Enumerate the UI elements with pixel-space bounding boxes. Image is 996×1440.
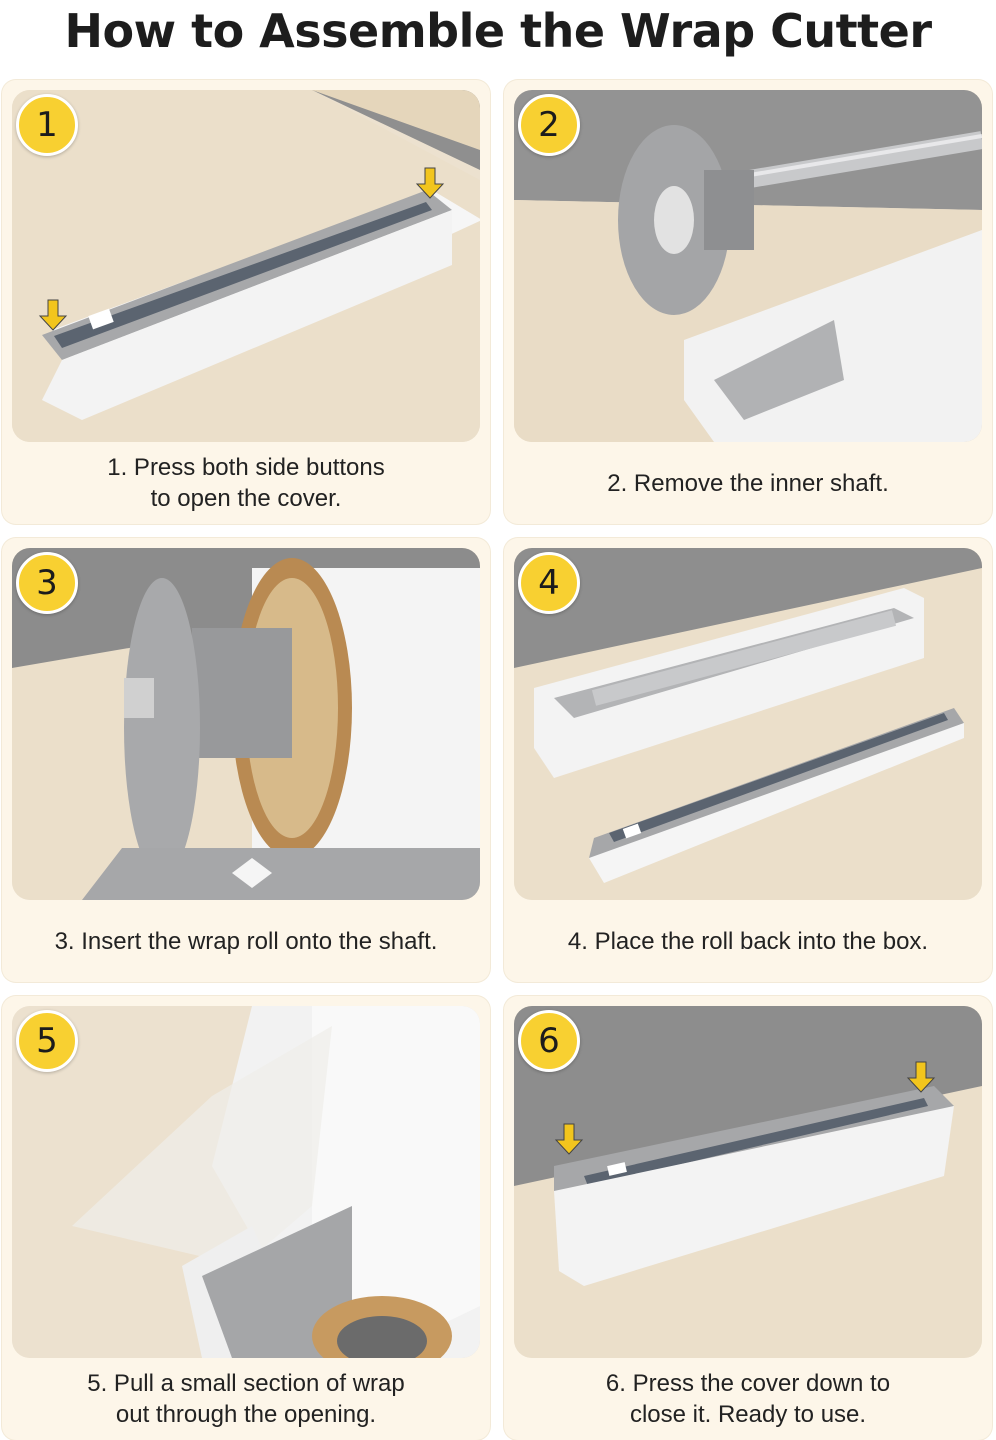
- step-number-badge: 2: [518, 94, 580, 156]
- step-photo: [514, 1006, 982, 1358]
- down-arrow-icon: [906, 1061, 936, 1093]
- step-card-5: 5 5. Pull a small section of wrap out th…: [2, 996, 490, 1440]
- shaft-removal-illustration: [514, 90, 982, 442]
- step-photo: [12, 90, 480, 442]
- roll-in-box-illustration: [514, 548, 982, 900]
- down-arrow-icon: [38, 299, 68, 331]
- step-photo: [514, 90, 982, 442]
- step-card-4: 4 4. Place the roll back into the box.: [504, 538, 992, 982]
- step-caption: 2. Remove the inner shaft.: [504, 442, 992, 524]
- caption-line: 5. Pull a small section of wrap: [87, 1370, 405, 1397]
- down-arrow-icon: [415, 167, 445, 199]
- step-photo: [12, 1006, 480, 1358]
- step-number-badge: 1: [16, 94, 78, 156]
- step-photo: [514, 548, 982, 900]
- caption-line: 2. Remove the inner shaft.: [607, 469, 889, 497]
- caption-line: 1. Press both side buttons: [107, 454, 385, 481]
- pull-wrap-illustration: [12, 1006, 480, 1358]
- step-card-6: 6 6. Press the cover down to close it. R…: [504, 996, 992, 1440]
- step-caption: 4. Place the roll back into the box.: [504, 900, 992, 982]
- step-number-badge: 4: [518, 552, 580, 614]
- step-card-3: 3 3. Insert the wrap roll onto the shaft…: [2, 538, 490, 982]
- step-card-2: 2 2. Remove the inner shaft.: [504, 80, 992, 524]
- step-number-badge: 5: [16, 1010, 78, 1072]
- cutter-closed-illustration: [12, 90, 480, 442]
- caption-line: 3. Insert the wrap roll onto the shaft.: [54, 927, 438, 955]
- step-caption: 6. Press the cover down to close it. Rea…: [504, 1358, 992, 1440]
- caption-line: 4. Place the roll back into the box.: [567, 927, 929, 955]
- caption-line: 6. Press the cover down to: [605, 1370, 891, 1397]
- caption-line: close it. Ready to use.: [629, 1401, 867, 1428]
- step-caption: 5. Pull a small section of wrap out thro…: [2, 1358, 490, 1440]
- cutter-closed-final-illustration: [514, 1006, 982, 1358]
- step-number-badge: 6: [518, 1010, 580, 1072]
- page-title: How to Assemble the Wrap Cutter: [64, 4, 932, 58]
- caption-line: to open the cover.: [150, 485, 342, 512]
- caption-line: out through the opening.: [115, 1401, 377, 1428]
- step-photo: [12, 548, 480, 900]
- step-caption: 3. Insert the wrap roll onto the shaft.: [2, 900, 490, 982]
- step-card-1: 1 1. Press both side buttons to open the…: [2, 80, 490, 524]
- step-number-badge: 3: [16, 552, 78, 614]
- roll-insert-illustration: [12, 548, 480, 900]
- step-caption: 1. Press both side buttons to open the c…: [2, 442, 490, 524]
- down-arrow-icon: [554, 1123, 584, 1155]
